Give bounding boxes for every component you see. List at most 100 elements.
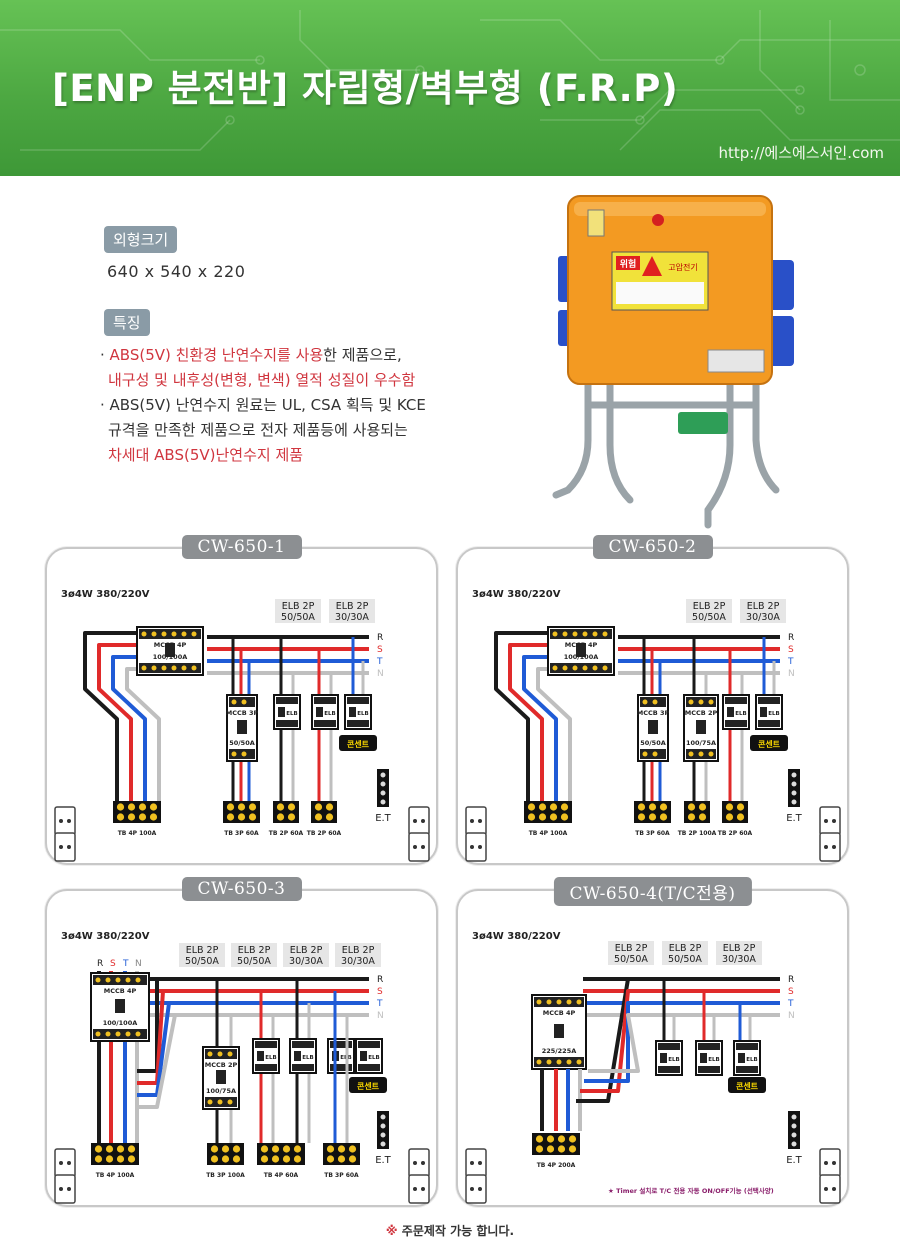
feeder-wire	[584, 1001, 648, 1083]
outlet-plate	[54, 806, 76, 836]
diagram-label: N	[788, 1011, 795, 1021]
outlet-hole	[478, 1161, 482, 1165]
terminal-screw	[337, 1145, 346, 1153]
breaker-terminals	[255, 1041, 277, 1048]
diagram-label: 콘센트	[736, 1081, 759, 1091]
outlet-hole	[824, 1161, 828, 1165]
terminal-screw	[592, 631, 598, 637]
outlet-plate	[408, 1174, 430, 1204]
outlet-plate	[408, 832, 430, 862]
feature-line: · ABS(5V) 친환경 난연수지를 사용한 제품으로,	[100, 346, 402, 364]
diagram-label: N	[135, 959, 142, 969]
diagram-label: S	[110, 959, 116, 969]
terminal-screw	[698, 699, 704, 705]
terminal-screw	[582, 665, 588, 671]
outlet-hole	[59, 1161, 63, 1165]
terminal-screw	[293, 1155, 302, 1163]
terminal-screw	[538, 813, 547, 821]
diagram-label: 30/30A	[335, 612, 369, 623]
terminal-screw	[725, 813, 734, 821]
terminal-screw	[698, 751, 704, 757]
terminal-screw	[271, 1145, 280, 1153]
outlet-plate	[54, 832, 76, 862]
outlet-hole	[478, 1187, 482, 1191]
terminal-screw	[556, 999, 562, 1005]
outlet-plate	[408, 806, 430, 836]
outlet-label-bg	[339, 735, 377, 751]
terminal-screw	[325, 803, 334, 811]
panel-title: CW-650-1	[181, 535, 302, 559]
terminal-screw	[135, 1031, 141, 1037]
diagram-label: ★ Timer 설치로 T/C 전용 자동 ON/OFF기능 (선택사양)	[608, 1186, 774, 1195]
diagram-label: 100/75A	[686, 739, 716, 747]
diagram-label: 30/30A	[341, 956, 375, 967]
terminal-block	[532, 1133, 580, 1155]
terminal-screw	[791, 799, 797, 805]
outlet-hole	[421, 845, 425, 849]
breaker-terminals	[758, 697, 780, 704]
terminal-screw	[546, 999, 552, 1005]
terminal-screw	[314, 813, 323, 821]
site-url[interactable]: http://에스에스서인.com	[718, 144, 884, 162]
terminal-screw	[725, 803, 734, 811]
panel-title: CW-650-4(T/C전용)	[553, 877, 752, 906]
terminal-screw	[125, 1031, 131, 1037]
diagram-label: R	[788, 975, 794, 985]
outlet-hole	[59, 845, 63, 849]
terminal-screw	[149, 803, 158, 811]
warning-text: 위험	[620, 258, 637, 270]
terminal-screw	[105, 1145, 114, 1153]
diagram-label: ELB	[368, 1055, 379, 1061]
diagram-label: 100/100A	[564, 653, 599, 661]
terminal-block	[257, 1143, 305, 1165]
terminal-screw	[576, 1059, 582, 1065]
diagram-label: T	[787, 657, 794, 667]
breaker-handle	[696, 720, 706, 734]
outlet-label-bg	[349, 1077, 387, 1093]
terminal-screw	[135, 977, 141, 983]
breaker-terminals	[550, 629, 612, 639]
outlet-hole	[470, 1187, 474, 1191]
terminal-screw	[560, 813, 569, 821]
diagram-label: ELB	[265, 1055, 276, 1061]
outlet-plate	[465, 1174, 487, 1204]
diagram-label: ELB 2P	[290, 945, 323, 956]
feeder-wire	[494, 631, 548, 801]
terminal-screw	[566, 999, 572, 1005]
terminal-screw	[527, 813, 536, 821]
elb-rating-bg	[283, 943, 329, 967]
header-banner: [ENP 분전반] 자립형/벽부형 (F.R.P) http://에스에스서인.…	[0, 0, 900, 176]
terminal-screw	[231, 751, 237, 757]
terminal-screw	[652, 699, 658, 705]
diagram-label: ELB 2P	[342, 945, 375, 956]
terminal-screw	[536, 999, 542, 1005]
terminal-screw	[116, 803, 125, 811]
elb-rating-bg	[329, 599, 375, 623]
outlet-plate	[465, 1148, 487, 1178]
terminal-screw	[546, 1059, 552, 1065]
terminal-screw	[105, 1031, 111, 1037]
breaker-terminals	[292, 1064, 314, 1071]
terminal-screw	[582, 631, 588, 637]
outlet-hole	[59, 1187, 63, 1191]
terminal-screw	[116, 1155, 125, 1163]
outlet-label-bg	[728, 1077, 766, 1093]
breaker-handle	[660, 1053, 667, 1063]
terminal-screw	[736, 803, 745, 811]
outlet-hole	[832, 819, 836, 823]
outlet-plate	[819, 806, 841, 836]
diagram-label: 50/50A	[640, 739, 666, 747]
terminal-screw	[241, 751, 247, 757]
diagram-label: ELB	[668, 1057, 679, 1063]
breaker-terminals	[550, 663, 612, 673]
terminal-screw	[141, 665, 147, 671]
terminal-screw	[115, 977, 121, 983]
diagram-label: 3ø4W 380/220V	[61, 589, 150, 600]
terminal-screw	[116, 813, 125, 821]
terminal-screw	[648, 813, 657, 821]
terminal-screw	[592, 665, 598, 671]
terminal-screw	[602, 631, 608, 637]
terminal-screw	[337, 1155, 346, 1163]
